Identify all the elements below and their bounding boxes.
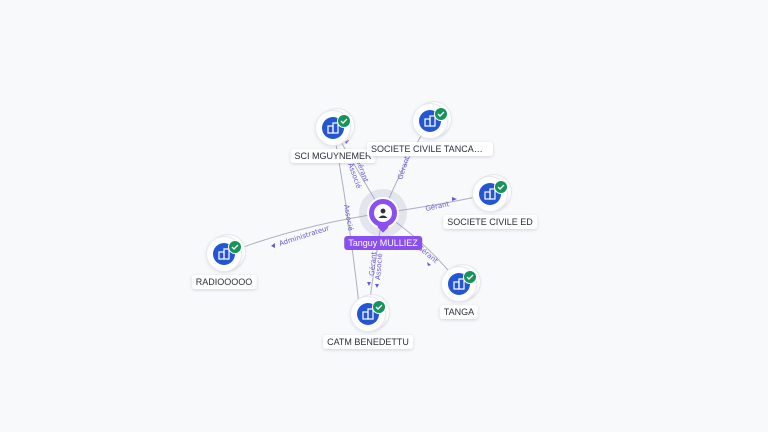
building-icon [218,248,230,260]
person-label[interactable]: Tanguy MULLIEZ [344,236,422,250]
edge-arrow [271,243,275,248]
edge-arrow [367,282,371,286]
company-label[interactable]: TANGA [439,305,479,319]
building-icon [424,115,436,127]
edge-arrow [452,197,457,201]
edge-arrow [375,284,379,288]
person-icon [378,208,388,218]
company-label[interactable]: CATM BENEDETTU [323,335,413,349]
building-icon [453,278,465,290]
check-icon [494,180,508,194]
building-icon [484,188,496,200]
edge-label: Administrateur [278,224,330,248]
company-label[interactable]: SCI MGUYNEMER [290,149,376,163]
company-marker[interactable] [442,267,476,301]
company-label[interactable]: SOCIETE CIVILE TANCARVILLE [367,142,493,156]
building-icon [327,122,339,134]
check-icon [228,240,242,254]
company-label[interactable]: RADIOOOOO [191,275,257,289]
edge-label: Gérant [396,155,411,181]
edge-label: Gérant [425,200,450,213]
check-icon [434,107,448,121]
edge-label: Gérant [368,251,378,276]
building-icon [362,308,374,320]
edge-label: Associé [374,253,384,280]
person-marker[interactable] [367,197,399,233]
edge-arrow [427,262,431,266]
edge-label: Associé [342,204,354,231]
check-icon [372,300,386,314]
check-icon [463,270,477,284]
check-icon [337,114,351,128]
company-label[interactable]: SOCIETE CIVILE ED [443,215,537,229]
